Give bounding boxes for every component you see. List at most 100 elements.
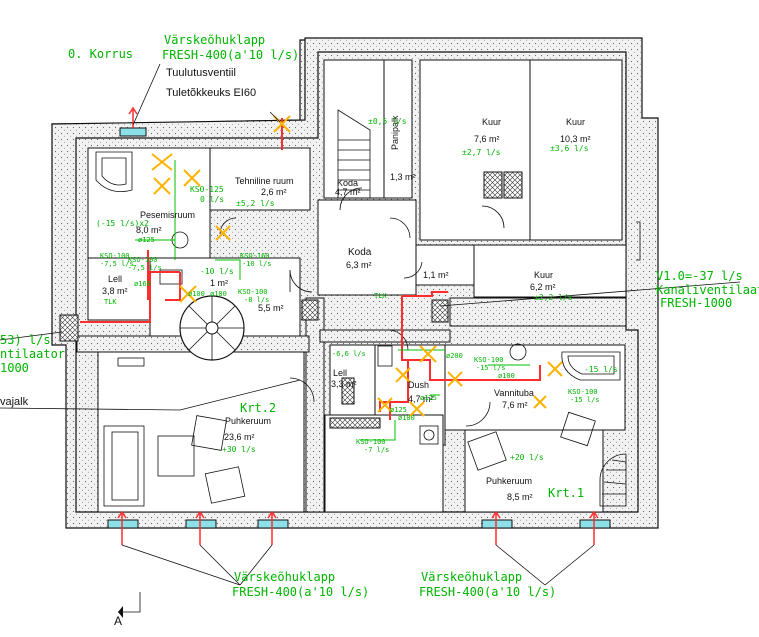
note: KSO-125: [190, 185, 224, 194]
note: 0 l/s: [200, 195, 224, 204]
unit-krt1: Krt.1: [548, 486, 584, 500]
floor-label: 0. Korrus: [68, 47, 133, 61]
left-line2: ntilaator: [0, 347, 65, 361]
note: ø100: [188, 290, 205, 298]
room-area: 8,0 m²: [136, 225, 162, 235]
flow-notes: ±0,5 l/s KSO-125 0 l/s (-15 l/s)x2 ø125 …: [96, 117, 618, 454]
note: -6,6 l/s: [332, 350, 366, 358]
room-name: Koda: [348, 247, 372, 258]
room-area: 6,2 m²: [530, 282, 556, 292]
leader-lines: [0, 63, 741, 618]
note: -15 l/s: [476, 364, 506, 372]
room-flow: ±3,6 l/s: [550, 144, 589, 153]
room-name: Dush: [408, 380, 429, 390]
note: KSO-100: [100, 252, 130, 260]
note: KSO-100: [238, 288, 268, 296]
note: -7 l/s: [364, 446, 389, 454]
note: ø125: [420, 394, 437, 402]
note: ±0,5 l/s: [368, 117, 407, 126]
room-name: Koda: [337, 178, 358, 188]
room-name: Vannituba: [494, 388, 534, 398]
room-area: 7,6 m²: [474, 134, 500, 144]
note: -7,5 l/s: [128, 264, 162, 272]
room-area: 1,3 m²: [390, 172, 416, 182]
fresh-air-valves: [107, 106, 611, 545]
room-name: Puhkeruum: [225, 416, 271, 426]
note: ø200: [446, 352, 463, 360]
room-area: 23,6 m²: [224, 432, 255, 442]
note: KSO-160: [240, 252, 270, 260]
room-area: 3,3 m²: [331, 379, 357, 389]
room-flow: ±2,2 l/s: [534, 293, 573, 302]
stairs: [179, 109, 627, 507]
note: ø100: [498, 372, 515, 380]
room-flow: ±2,7 l/s: [462, 148, 501, 157]
note: ø160: [134, 280, 151, 288]
unit-krt2: Krt.2: [240, 401, 276, 415]
note: KSO-100: [568, 388, 598, 396]
fresh-top-label: Värskeõhuklapp: [164, 33, 265, 47]
room-name: Kuur: [534, 270, 553, 280]
note: KSO-100: [128, 256, 158, 264]
room-area: 7,6 m²: [502, 400, 528, 410]
room-area: 5,5 m²: [258, 303, 284, 313]
left-flow: 53) l/s: [0, 333, 51, 347]
room-name: Kuur: [566, 117, 585, 127]
room-area: 10,3 m²: [560, 134, 591, 144]
kanal-flow: V1.0=-37 l/s: [656, 269, 743, 283]
room-name: Lell: [333, 368, 347, 378]
callout-labels: Tuulutusventiil Tuletõkkeuks EI60: [166, 67, 256, 99]
room-area: 6,3 m²: [346, 260, 372, 270]
room-flow: +30 l/s: [222, 445, 256, 454]
room-area: 4,7 m²: [335, 187, 361, 197]
vent-symbols: [151, 115, 563, 417]
fresh-br-label: Värskeõhuklapp: [421, 570, 522, 584]
room-name: Panipalk: [390, 115, 400, 150]
left-line4: vajalk: [0, 396, 29, 408]
kanal-label: Kanaliventilaator: [656, 283, 759, 297]
kanal-model: FRESH-1000: [660, 296, 732, 310]
note: (-15 l/s)x2: [96, 219, 149, 228]
room-flow: ±5,2 l/s: [236, 199, 275, 208]
fresh-bl-label: Värskeõhuklapp: [234, 570, 335, 584]
room-labels: Koda 4,7 m² Panipalk 1,3 m² Kuur 7,6 m² …: [102, 115, 591, 502]
fresh-bl-model: FRESH-400(a'10 l/s): [232, 585, 369, 599]
note: ø125: [138, 236, 155, 244]
room-name: Lell: [108, 274, 122, 284]
room-name: Kuur: [482, 117, 501, 127]
room-name: Tehniline ruum: [235, 176, 294, 186]
green-callouts: 0. Korrus Värskeõhuklapp FRESH-400(a'10 …: [0, 33, 759, 628]
note: KSO-100: [474, 356, 504, 364]
note: TLK: [374, 292, 387, 300]
room-name: Pesemisruum: [140, 210, 195, 220]
note: ø100: [398, 414, 415, 422]
room-flow: +20 l/s: [510, 453, 544, 462]
room-name: Puhkeruum: [486, 476, 532, 486]
note: ø125: [390, 406, 407, 414]
note: -7,5 l/s: [100, 260, 134, 268]
fresh-top-model: FRESH-400(a'10 l/s): [162, 48, 299, 62]
note: -10 l/s: [200, 267, 234, 276]
fresh-br-model: FRESH-400(a'10 l/s): [419, 585, 556, 599]
note: -15 l/s: [570, 396, 600, 404]
room-area: 8,5 m²: [507, 492, 533, 502]
left-line3: 1000: [0, 361, 29, 375]
room-area: 1 m²: [210, 278, 228, 288]
note: -15 l/s: [584, 365, 618, 374]
note: -10 l/s: [242, 260, 272, 268]
note: TLK: [104, 298, 117, 306]
room-area: 4,7 m²: [408, 394, 434, 404]
note: KSO-100: [356, 438, 386, 446]
room-area: 3,8 m²: [102, 286, 128, 296]
section-marker: A: [114, 614, 122, 628]
rooms: [59, 59, 627, 513]
room-area: 1,1 m²: [423, 270, 449, 280]
annotation-lines: [135, 160, 530, 441]
fire-valve-label: Tuletõkkeuks EI60: [166, 87, 256, 99]
note: -8 l/s: [244, 296, 269, 304]
tuulutus-label: Tuulutusventiil: [166, 67, 236, 79]
note: ø100: [210, 290, 227, 298]
room-area: 2,6 m²: [261, 187, 287, 197]
furniture: [95, 151, 621, 507]
